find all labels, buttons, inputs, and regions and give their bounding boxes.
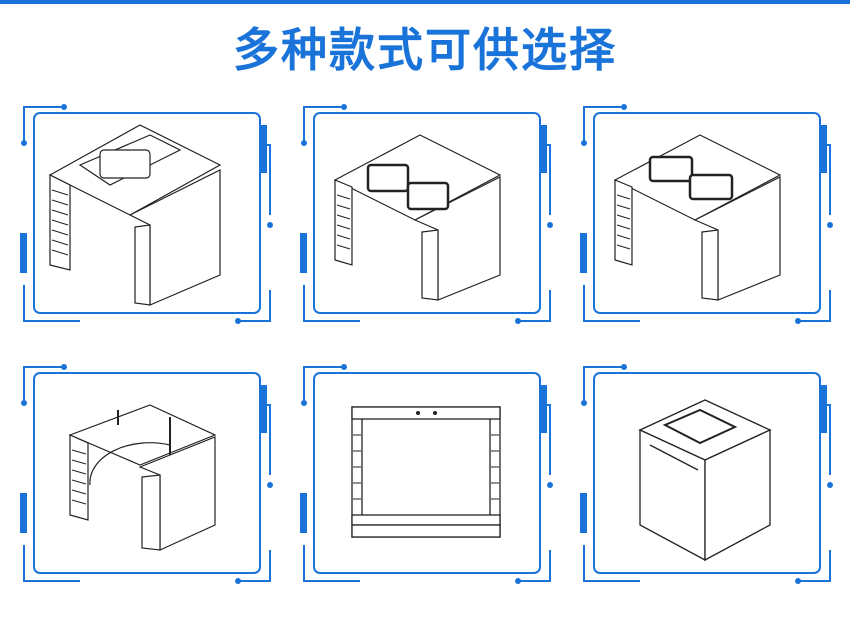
panel-frame (20, 364, 273, 584)
cassette-closed-box-icon (638, 399, 772, 562)
product-panel-1[interactable] (10, 95, 280, 327)
product-panel-5[interactable] (290, 355, 560, 587)
panel-frame (300, 364, 553, 584)
panel-frame (580, 364, 833, 584)
cassette-front-view-icon (351, 406, 501, 538)
panel-frame (20, 104, 273, 324)
panel-frame (300, 104, 553, 324)
product-panel-4[interactable] (10, 355, 280, 587)
panel-frame (580, 104, 833, 324)
cassette-raised-handle-icon (613, 134, 782, 301)
cassette-open-top-icon (48, 124, 222, 306)
product-panel-6[interactable] (570, 355, 840, 587)
top-accent-bar (0, 0, 850, 4)
product-panel-2[interactable] (290, 95, 560, 327)
product-panel-3[interactable] (570, 95, 840, 327)
page-title: 多种款式可供选择 (233, 23, 617, 77)
cassette-dual-handle-icon (333, 134, 502, 301)
cassette-round-frame-icon (68, 404, 217, 551)
